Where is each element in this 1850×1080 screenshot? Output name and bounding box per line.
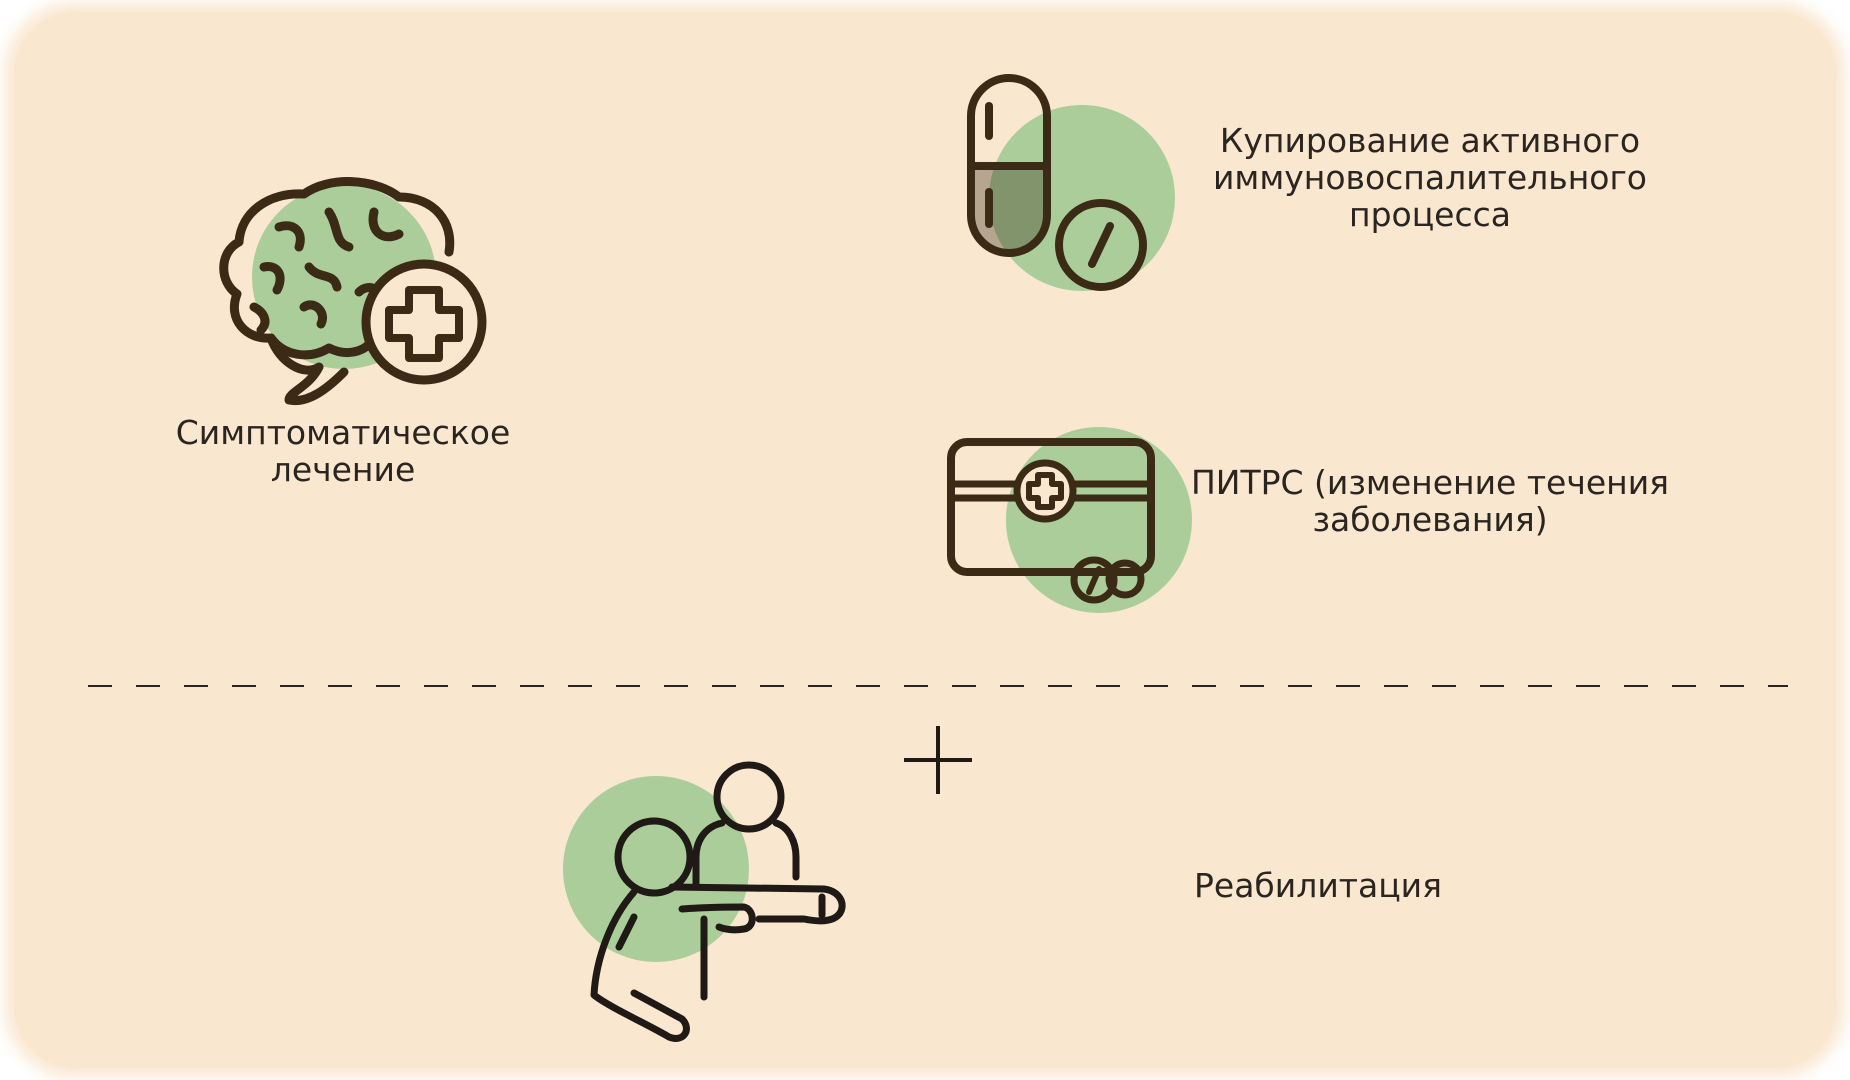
symptomatic-treatment-label: Симптоматическое лечение [175, 413, 511, 489]
rehabilitation-label: Реабилитация [1194, 866, 1442, 905]
therapy-panel: Симптоматическое лечение Купирование акт… [14, 12, 1836, 1068]
immune-process-relief-label: Купирование активного иммуновоспалительн… [1212, 121, 1647, 234]
brain-plus-icon [219, 177, 487, 406]
dmt-label: ПИТРС (изменение течения заболевания) [1190, 463, 1670, 539]
medicine-box-icon [947, 427, 1192, 613]
plus-icon [904, 726, 972, 794]
rehabilitation-icon [563, 761, 846, 1042]
section-divider [88, 685, 1788, 687]
capsule-pill-icon [967, 74, 1175, 291]
